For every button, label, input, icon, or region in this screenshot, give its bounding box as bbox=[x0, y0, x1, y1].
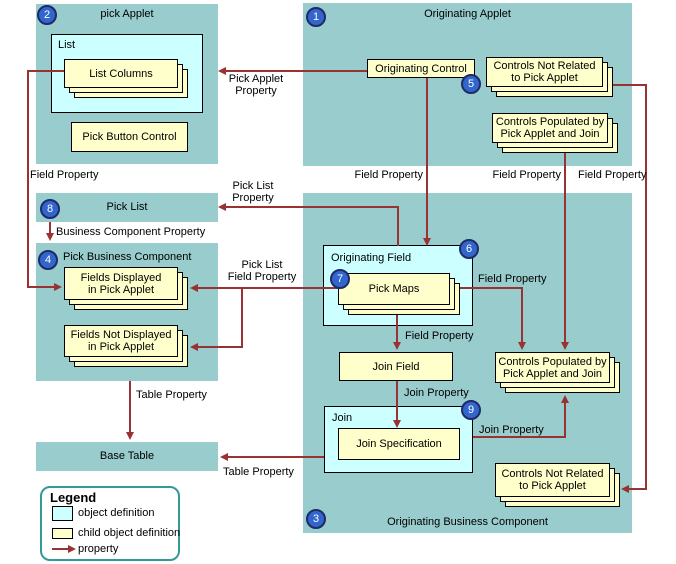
connector-join-property2-h bbox=[473, 436, 566, 438]
pick-maps-box: Pick Maps bbox=[338, 273, 450, 305]
pick-business-component-title: Pick Business Component bbox=[63, 251, 192, 263]
join-specification-box: Join Specification bbox=[338, 428, 460, 460]
connector-table-property1 bbox=[129, 381, 131, 432]
connector-join-property-v bbox=[396, 381, 398, 420]
badge-3: 3 bbox=[306, 509, 326, 529]
arrowhead-pick-applet-property bbox=[218, 67, 226, 75]
originating-business-component-title: Originating Business Component bbox=[387, 515, 548, 528]
connector-pick-list-field-property-v bbox=[241, 287, 243, 347]
connector-business-component-property bbox=[49, 222, 51, 235]
arrowhead-pick-list-property bbox=[218, 203, 226, 211]
connector-join-property2-v bbox=[564, 403, 566, 438]
base-table-title: Base Table bbox=[99, 449, 155, 462]
originating-applet-title: Originating Applet bbox=[424, 7, 511, 20]
arrowhead-business-component-property bbox=[46, 233, 54, 241]
label-business-component-property: Business Component Property bbox=[56, 226, 206, 238]
arrowhead-field-property-notrelated bbox=[621, 485, 629, 493]
label-join-property-1: Join Property bbox=[404, 387, 469, 399]
arrowhead-table-property2 bbox=[220, 453, 228, 461]
connector-field-property-list-h1 bbox=[27, 70, 64, 72]
arrowhead-field-property-joinfield bbox=[393, 342, 401, 350]
legend: Legend object definition child object de… bbox=[40, 486, 180, 561]
legend-object-definition-swatch bbox=[52, 506, 73, 521]
label-field-property-top-center: Field Property bbox=[354, 169, 423, 181]
label-table-property-1: Table Property bbox=[136, 389, 207, 401]
connector-pick-list-property-h bbox=[222, 206, 399, 208]
connector-pick-list-field-property-h2 bbox=[196, 346, 243, 348]
label-join-property-2: Join Property bbox=[479, 424, 544, 436]
arrowhead-field-property-list bbox=[54, 283, 62, 291]
connector-field-property-list-v bbox=[27, 70, 29, 288]
label-table-property-2: Table Property bbox=[223, 466, 294, 478]
badge-9: 9 bbox=[461, 400, 481, 420]
badge-4: 4 bbox=[38, 250, 58, 270]
originating-field-title: Originating Field bbox=[331, 252, 412, 264]
label-field-property-top-right: Field Property bbox=[492, 169, 561, 181]
connector-field-property-joinfield bbox=[396, 310, 398, 342]
pick-button-control-box: Pick Button Control bbox=[71, 122, 188, 152]
connector-field-property-notrelated-h2 bbox=[629, 488, 647, 490]
legend-property-label: property bbox=[78, 543, 119, 555]
connector-field-property-list-h2 bbox=[27, 286, 56, 288]
connector-table-property2 bbox=[226, 456, 324, 458]
badge-8: 8 bbox=[40, 199, 60, 219]
list-object-title: List bbox=[58, 39, 76, 51]
connector-field-property-pickmaps-h bbox=[450, 287, 523, 289]
label-field-property-pick-maps: Field Property bbox=[478, 273, 547, 285]
pick-list-container bbox=[36, 193, 218, 222]
connector-field-property-pickmaps-v bbox=[521, 287, 523, 342]
connector-pick-list-field-property-h1 bbox=[196, 287, 338, 289]
arrowhead-field-property-control bbox=[423, 238, 431, 246]
connector-field-property-populated bbox=[564, 151, 566, 342]
legend-child-object-definition-swatch bbox=[52, 528, 73, 539]
pick-list-title: Pick List bbox=[106, 200, 148, 213]
badge-6: 6 bbox=[459, 239, 479, 259]
badge-2: 2 bbox=[37, 5, 57, 25]
connector-field-property-notrelated-v bbox=[645, 84, 647, 489]
pick-applet-title: pick Applet bbox=[100, 7, 154, 20]
originating-control-box: Originating Control bbox=[367, 59, 475, 78]
connector-field-property-notrelated-h1 bbox=[613, 84, 647, 86]
arrowhead-field-property-pickmaps bbox=[518, 342, 526, 350]
arrowhead-table-property1 bbox=[126, 432, 134, 440]
join-object-title: Join bbox=[332, 412, 353, 424]
legend-title: Legend bbox=[50, 490, 97, 505]
label-field-property-join-field: Field Property bbox=[405, 330, 474, 342]
legend-property-arrow-line bbox=[52, 548, 70, 550]
legend-property-arrowhead bbox=[68, 545, 76, 553]
legend-object-definition-label: object definition bbox=[78, 507, 155, 519]
arrowhead-join-property bbox=[393, 420, 401, 428]
label-field-property-far-right: Field Property bbox=[578, 169, 647, 181]
connector-pick-list-property-v bbox=[397, 206, 399, 246]
arrowhead-pick-list-field-property-2 bbox=[190, 343, 198, 351]
label-field-property-left: Field Property bbox=[30, 169, 99, 181]
connector-pick-applet-property bbox=[222, 70, 367, 72]
legend-child-object-definition-label: child object definition bbox=[78, 527, 181, 539]
arrowhead-field-property-populated bbox=[561, 342, 569, 350]
join-field-box: Join Field bbox=[339, 352, 453, 381]
badge-1: 1 bbox=[306, 7, 326, 27]
base-table-container bbox=[36, 442, 218, 471]
badge-7: 7 bbox=[330, 269, 350, 289]
arrowhead-pick-list-field-property-1 bbox=[190, 284, 198, 292]
arrowhead-join-property2 bbox=[561, 395, 569, 403]
list-columns-box: List Columns bbox=[64, 59, 178, 88]
badge-5: 5 bbox=[461, 74, 481, 94]
connector-field-property-control bbox=[426, 78, 428, 238]
